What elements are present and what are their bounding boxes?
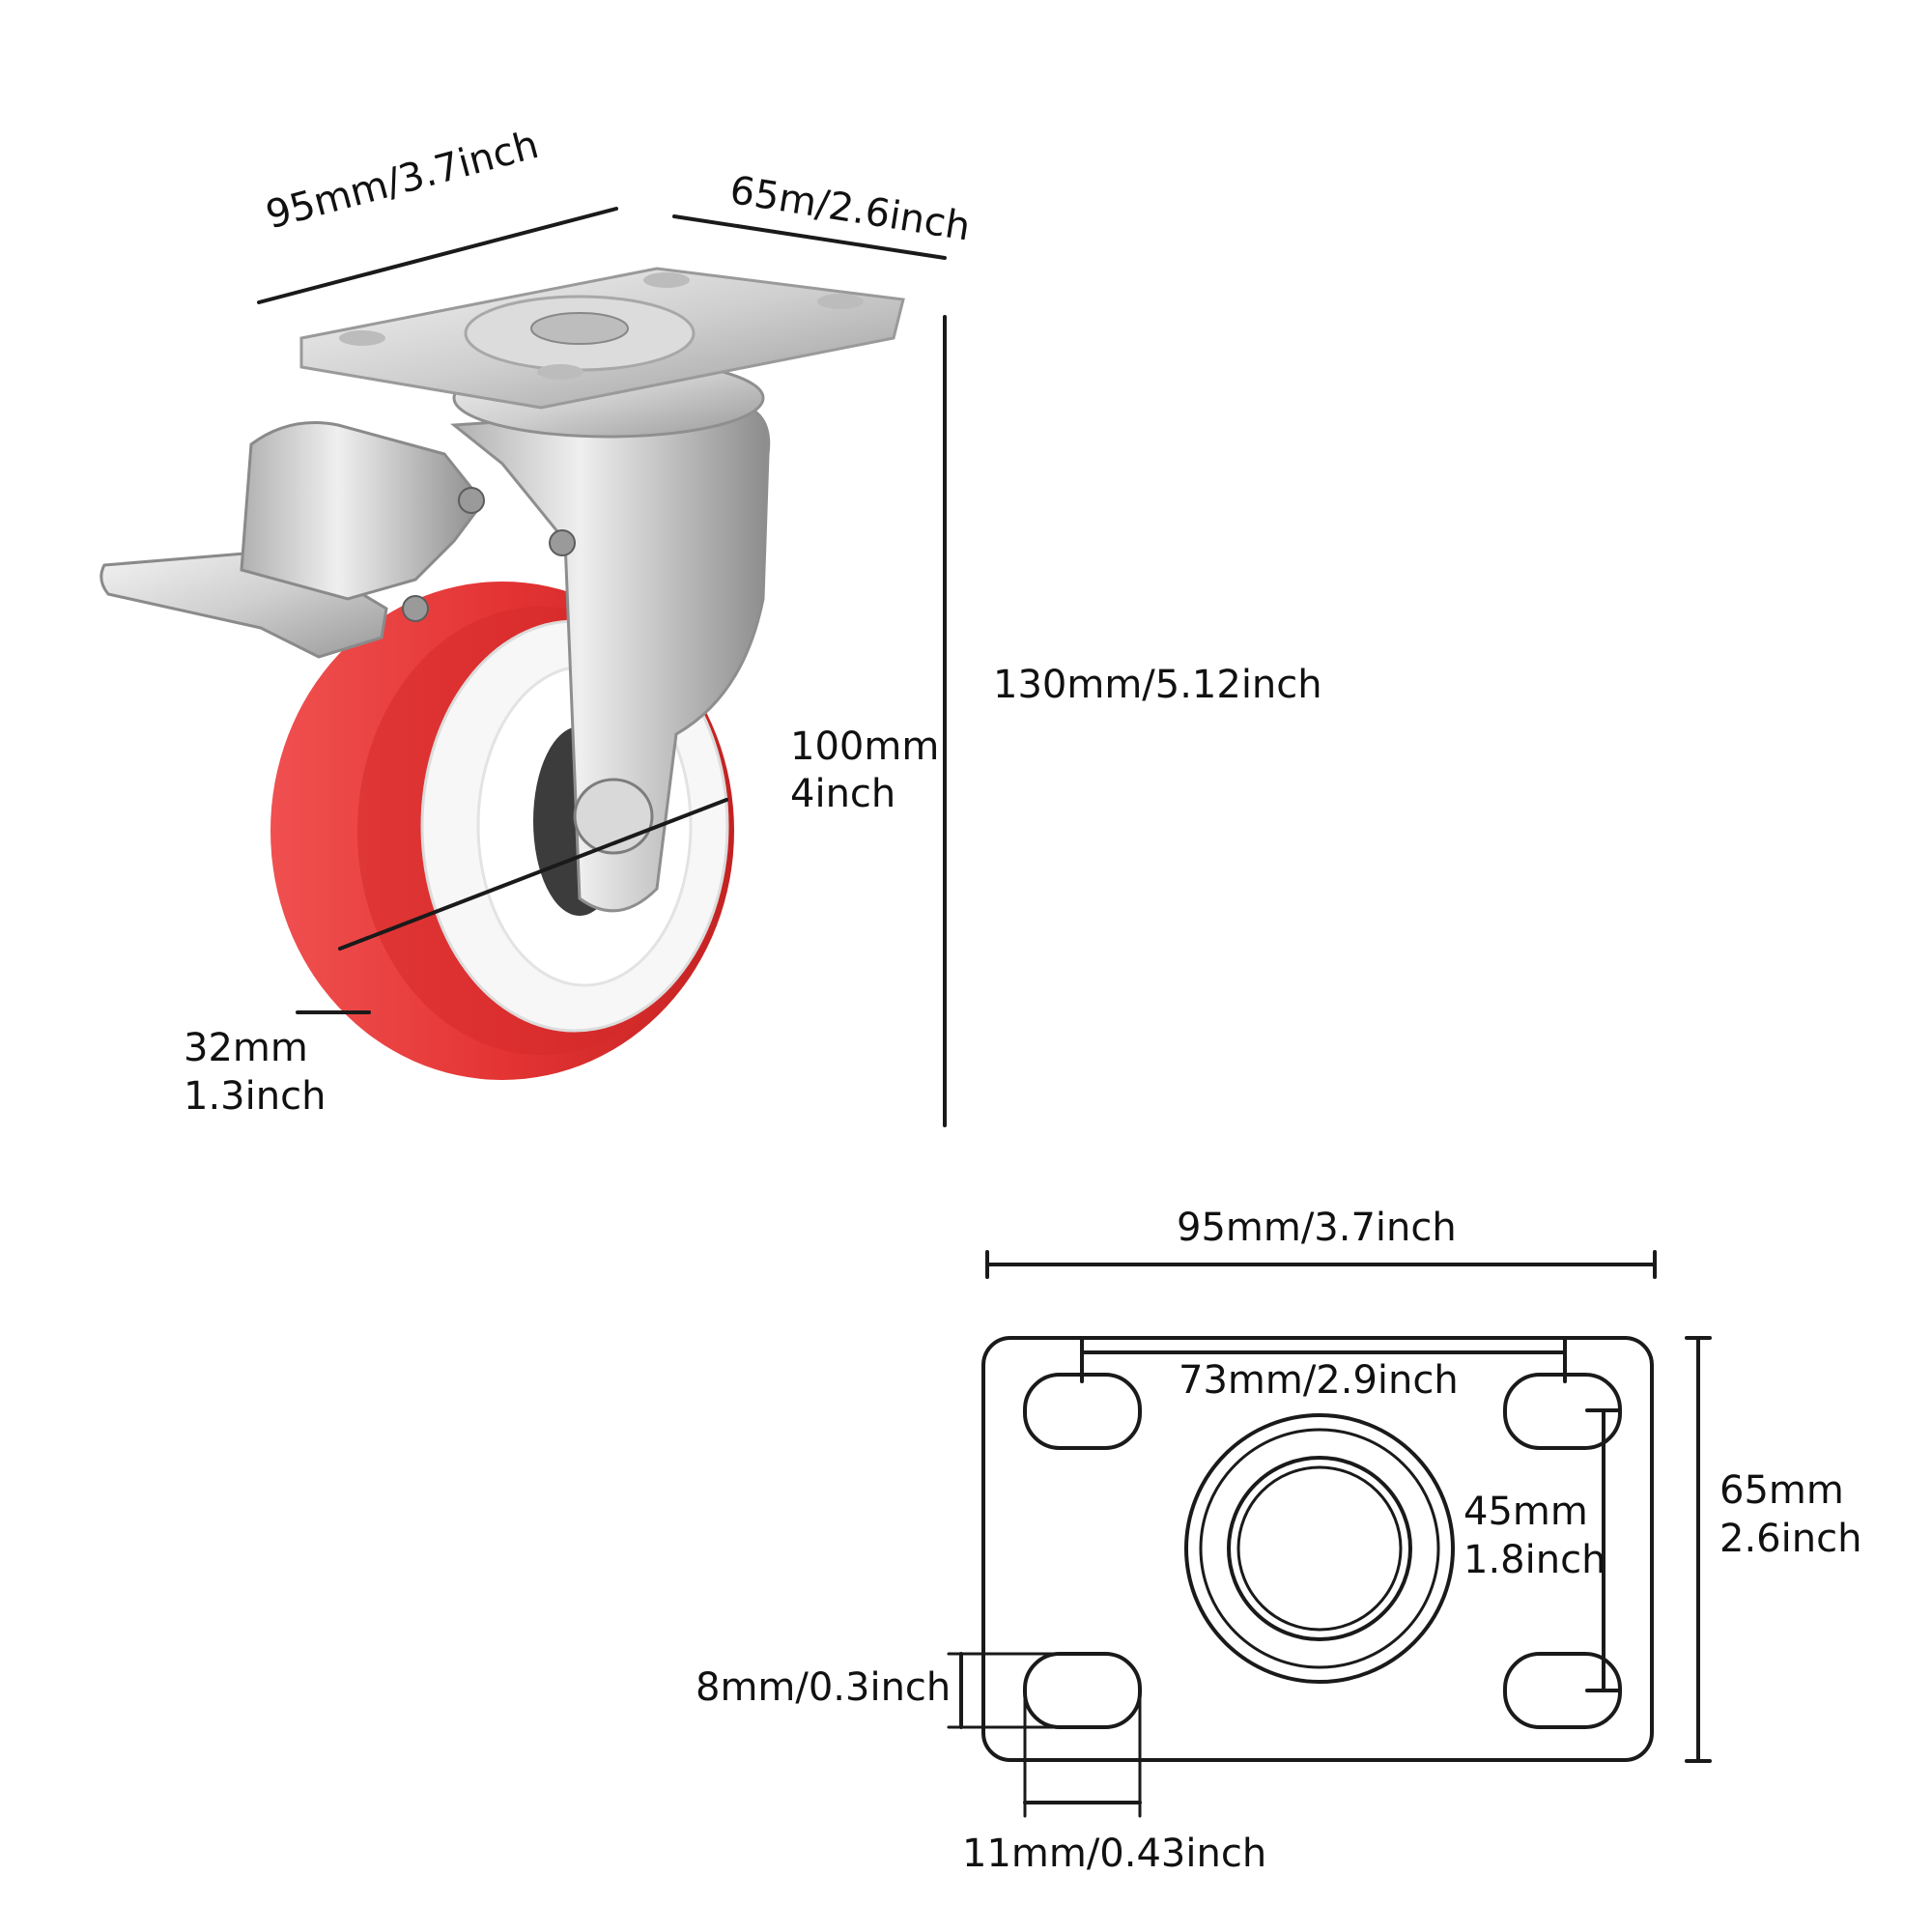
hole-spacing-length-label: 73mm/2.9inch <box>1179 1358 1459 1403</box>
brake-pivot-bolt <box>458 487 485 514</box>
brake-lever <box>240 421 485 601</box>
caster-dimension-lines <box>257 207 947 1127</box>
plate-hole-2 <box>537 364 583 380</box>
total-height-label: 130mm/5.12inch <box>993 663 1322 707</box>
wheel-diameter-inch-label: 4inch <box>790 772 896 816</box>
mounting-plate-drawing <box>947 1250 1712 1818</box>
top-plate-rivet <box>530 312 629 345</box>
plate-outline <box>981 1336 1654 1762</box>
mounting-slot-top-left <box>1023 1373 1142 1450</box>
bearing-ring-outer <box>1184 1413 1455 1684</box>
plate-length-dimension-line <box>257 207 618 304</box>
wheel-diameter-dimension-line <box>338 798 728 951</box>
bearing-ring-middle <box>1199 1428 1440 1669</box>
caster-wheel-illustration <box>99 267 905 1080</box>
hole-spacing-width-mm-label: 45mm <box>1463 1490 1588 1534</box>
wheel-width-mm-label: 32mm <box>184 1026 308 1070</box>
mounting-slot-bottom-left <box>1023 1652 1142 1729</box>
plate-hole-3 <box>643 272 690 288</box>
outer-width-mm-label: 65mm <box>1719 1468 1844 1513</box>
swivel-fork <box>450 404 771 913</box>
fork-bolt <box>549 529 576 556</box>
wheel-diameter-mm-label: 100mm <box>790 724 940 769</box>
outer-width-inch-label: 2.6inch <box>1719 1517 1862 1561</box>
plate-hole-4 <box>817 294 864 309</box>
hole-spacing-width-inch-label: 1.8inch <box>1463 1538 1606 1582</box>
plate-width-dimension-line <box>672 214 947 260</box>
wheel-width-inch-label: 1.3inch <box>184 1074 327 1119</box>
plate-hole-1 <box>339 330 385 346</box>
slot-length-label: 11mm/0.43inch <box>962 1832 1267 1876</box>
bearing-ring-inner <box>1227 1456 1412 1641</box>
brake-lower-bolt <box>402 595 429 622</box>
bearing-ring-core <box>1236 1465 1403 1632</box>
slot-height-label: 8mm/0.3inch <box>696 1665 952 1710</box>
outer-length-label: 95mm/3.7inch <box>1177 1206 1457 1250</box>
